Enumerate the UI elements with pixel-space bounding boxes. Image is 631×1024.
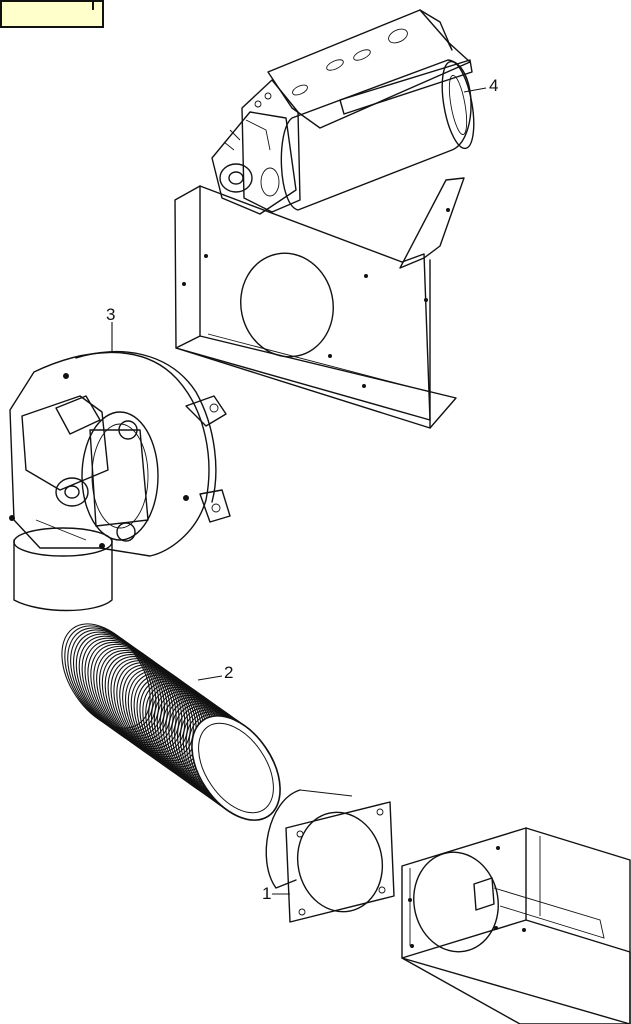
duct-ring <box>72 631 163 737</box>
duct-ring <box>64 625 154 731</box>
tangential-fan-part-4 <box>211 9 475 215</box>
duct-ring <box>87 641 177 748</box>
duct-ring <box>61 623 151 729</box>
callout-4: 4 <box>489 76 498 95</box>
duct-ring <box>107 656 197 762</box>
duct-ring <box>110 658 200 764</box>
duct-ring <box>78 635 168 741</box>
duct-ring <box>93 645 183 752</box>
duct-ring <box>101 651 192 758</box>
label-box <box>0 0 104 28</box>
leader-2 <box>197 675 223 681</box>
duct-ring <box>81 637 171 743</box>
duct-collar-part-1 <box>265 789 395 923</box>
callout-2: 2 <box>224 663 233 682</box>
callout-1: 1 <box>262 884 271 903</box>
duct-ring <box>113 660 203 766</box>
centrifugal-blower-part-3 <box>9 350 231 612</box>
lower-housing-box <box>401 827 631 1024</box>
duct-ring <box>116 662 206 768</box>
duct-ring <box>84 639 174 746</box>
callout-3: 3 <box>106 305 115 324</box>
duct-ring <box>70 629 160 735</box>
leader-4 <box>463 87 487 93</box>
upper-housing-panel <box>174 177 465 429</box>
duct-ring <box>96 647 186 754</box>
duct-opening <box>198 722 274 814</box>
duct-ring <box>191 715 281 821</box>
label-box-tick <box>92 2 94 10</box>
duct-ring <box>98 649 189 756</box>
duct-ring <box>90 643 180 750</box>
duct-ring <box>67 627 157 733</box>
duct-ring <box>104 654 194 760</box>
duct-ring <box>75 633 166 739</box>
flexible-duct-part-2 <box>61 623 281 821</box>
